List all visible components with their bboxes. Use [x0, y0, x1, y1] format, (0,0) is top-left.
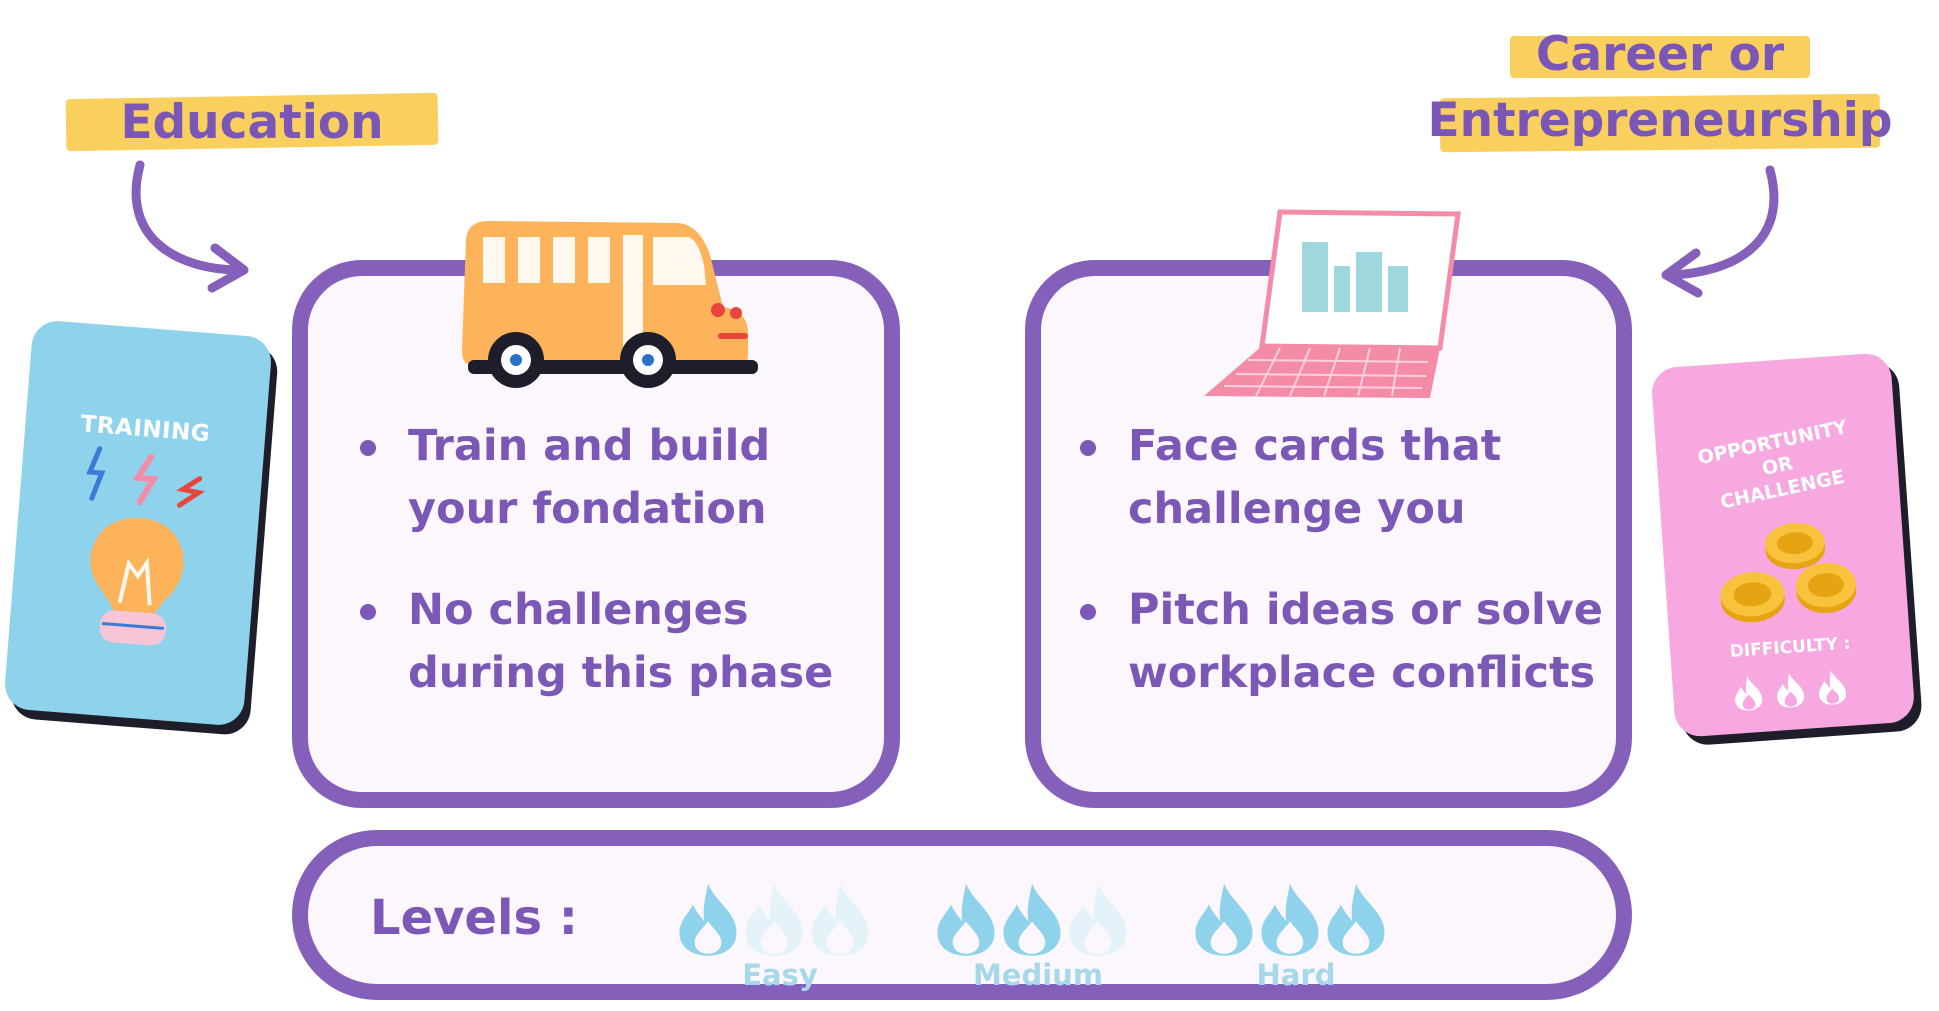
flame-icon-medium-2 [1003, 883, 1061, 956]
flame-icon-hard-3 [1327, 883, 1385, 956]
lightbulb-icon [90, 518, 184, 646]
coin-icon [1720, 523, 1857, 623]
flame-icon-hard-2 [1261, 883, 1319, 956]
levels-bar: Levels : Easy Medium Hard [292, 830, 1632, 1000]
level-name-easy: Easy [742, 958, 818, 992]
career-bullets: Face cards that challenge you Pitch idea… [1080, 415, 1620, 743]
card-flame-icon-1 [1735, 676, 1763, 711]
training-card-title: TRAINING [79, 411, 212, 448]
laptop-chart-icon [1204, 209, 1461, 398]
education-title: Education [66, 92, 438, 154]
career-title-line2: Entrepreneurship [1427, 93, 1893, 148]
career-bullet-2: Pitch ideas or solve workplace conflicts [1080, 579, 1620, 705]
level-name-medium: Medium [972, 958, 1104, 992]
education-bullet-2: No challenges during this phase [360, 579, 880, 705]
training-card: TRAINING [3, 319, 273, 727]
flame-icon-hard-1 [1195, 883, 1253, 956]
arrow-down-left-icon [1661, 165, 1779, 298]
flame-icon-easy-2 [745, 883, 803, 956]
level-name-hard: Hard [1256, 958, 1336, 992]
education-title-text: Education [120, 95, 384, 150]
flame-icon-medium-3 [1069, 883, 1127, 956]
flame-icon-easy-1 [679, 883, 737, 956]
career-title-line1: Career or [1535, 27, 1785, 82]
levels-label: Levels : [370, 890, 578, 946]
career-title: Career or Entrepreneurship [1410, 22, 1910, 154]
level-flames [679, 883, 1385, 956]
opportunity-card-title: OPPORTUNITY OR CHALLENGE [1653, 406, 1903, 526]
card-flame-icon-2 [1777, 673, 1805, 708]
career-title-highlight-1 [1510, 36, 1810, 78]
education-bullets: Train and build your fondation No challe… [360, 415, 880, 743]
difficulty-label: DIFFICULTY : [1729, 633, 1852, 662]
school-bus-icon [462, 221, 758, 388]
flame-icon-easy-3 [811, 883, 869, 956]
card-flames [1735, 670, 1846, 711]
flame-icon-medium-1 [937, 883, 995, 956]
card-flame-icon-3 [1819, 670, 1846, 705]
career-bullet-1: Face cards that challenge you [1080, 415, 1620, 541]
lightning-icon [86, 446, 205, 508]
opportunity-card: OPPORTUNITY OR CHALLENGE DIFFICULTY : [1650, 352, 1916, 738]
arrow-down-right-icon [131, 160, 249, 293]
education-bullet-1: Train and build your fondation [360, 415, 880, 541]
